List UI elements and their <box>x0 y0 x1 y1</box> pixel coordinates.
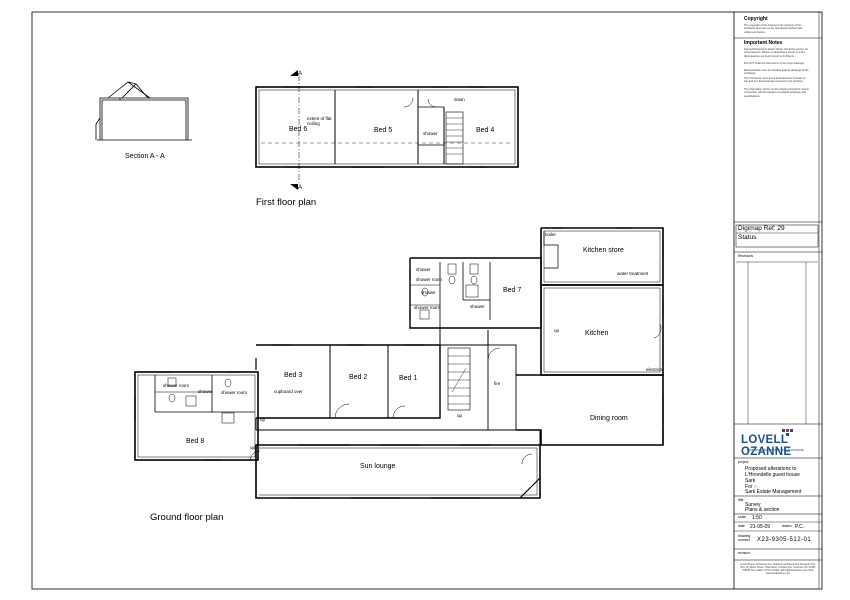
lovell-ozanne-logo: LOVELL OZANNE Chartered Architects and S… <box>737 426 819 458</box>
section-marker-top: A <box>298 71 303 77</box>
room-bed4: Bed 4 <box>476 127 495 134</box>
gf-up-4: up <box>250 445 256 450</box>
ground-floor-title: Ground floor plan <box>150 512 224 523</box>
room-bed8: Bed 8 <box>186 438 205 445</box>
gf-fire: fire <box>494 381 501 386</box>
sheet-border <box>31 11 823 590</box>
room-sun-lounge: Sun lounge <box>360 463 396 470</box>
tb-drawing-number: X23-9305-512-01 <box>757 537 812 543</box>
section-a-a-title: Section A - A <box>125 153 165 160</box>
gf-shower-room-c: shower room <box>163 383 190 388</box>
gf-shower-room-b: shower room <box>414 305 441 310</box>
gf-shower-d: shower <box>198 389 213 394</box>
gf-shower-b: shower <box>421 290 436 295</box>
tb-project-3: Sark <box>745 478 756 484</box>
ff-flat-ceiling-2: ceiling <box>307 121 320 126</box>
tb-drawn-label: drawn <box>782 524 792 528</box>
tb-revision-label: revision <box>738 551 751 555</box>
room-bed3: Bed 3 <box>284 372 303 379</box>
room-bed7: Bed 7 <box>503 287 522 294</box>
section-markers <box>290 70 298 190</box>
gf-shower-a: shower <box>416 267 431 272</box>
room-kitchen-store: Kitchen store <box>583 247 624 254</box>
tb-address: Lovell Ozanne & Partners Ltd, Chartered … <box>740 563 816 576</box>
tb-drawing-number-label: drawing number <box>738 534 751 542</box>
gf-up-1: up <box>554 328 560 333</box>
tb-revisions: Revisions <box>738 254 754 258</box>
tb-scale-label: scale <box>738 515 747 519</box>
gf-cupboard: cupboard over <box>274 389 303 394</box>
tb-notes-1: Figured Dimensions where shown should be… <box>744 48 808 58</box>
tb-project-2: L'Hirondelle guest house <box>745 472 800 478</box>
section-marker-bottom: A <box>298 185 303 191</box>
tb-project-5: Sark Estate Management <box>745 489 802 495</box>
room-kitchen: Kitchen <box>585 330 609 337</box>
tb-copyright-head: Copyright <box>744 16 768 22</box>
room-dining: Dining room <box>590 415 628 422</box>
gf-electrics: electrics <box>646 367 663 372</box>
first-floor-plan <box>255 75 519 185</box>
logo-subtitle: Chartered Architects and Surveyors <box>747 448 804 452</box>
ff-flat-ceiling-1: extent of flat <box>307 116 332 121</box>
ff-down: down <box>454 97 465 102</box>
tb-project-4: For :- <box>745 484 757 490</box>
tb-notes-5: The information shown on this drawing sh… <box>744 88 810 98</box>
tb-title-label: title <box>738 498 744 502</box>
tb-notes-4: The Contractor must check all dimensions… <box>744 77 806 84</box>
gf-up-2: up <box>457 413 463 418</box>
room-bed6: Bed 6 <box>289 126 308 133</box>
room-bed2: Bed 2 <box>349 374 368 381</box>
tb-copyright-text: The copyright of the drawing is the prop… <box>744 24 803 34</box>
tb-notes-3: Electrical Main must be checked against … <box>744 69 809 76</box>
tb-status: Status <box>738 234 757 241</box>
section-a-a <box>95 81 192 141</box>
tb-notes-2: DO NOT scale this document or from copy … <box>744 62 805 65</box>
tb-title-1: Survey <box>745 502 761 508</box>
room-bed5: Bed 5 <box>374 127 393 134</box>
logo-mark-icon <box>782 429 793 436</box>
ground-floor-plan <box>134 227 664 499</box>
tb-date: 21-05-09 <box>750 524 771 530</box>
room-bed1: Bed 1 <box>399 375 418 382</box>
title-block <box>734 37 822 561</box>
tb-date-label: date <box>738 524 745 528</box>
first-floor-title: First floor plan <box>256 197 317 208</box>
gf-water-treatment: water treatment <box>617 271 649 276</box>
gf-shower-c: shower <box>470 304 485 309</box>
gf-boiler: boiler <box>545 232 557 237</box>
tb-drawn: P.C. <box>795 524 805 530</box>
tb-title-2: Plans & section <box>745 507 780 513</box>
tb-project-1: Proposed alterations to <box>745 466 797 472</box>
tb-project-label: project <box>738 460 749 464</box>
gf-shower-room-d: shower room <box>221 390 248 395</box>
gf-up-3: up <box>260 417 266 422</box>
gf-shower-room-a: shower room <box>416 277 443 282</box>
logo-text: LOVELL OZANNE <box>741 434 792 458</box>
tb-digimap: Digimap Ref: 29 <box>738 225 785 232</box>
tb-notes-head: Important Notes <box>744 40 783 46</box>
tb-scale: 1:50 <box>752 515 762 521</box>
ff-shower: shower <box>423 131 438 136</box>
